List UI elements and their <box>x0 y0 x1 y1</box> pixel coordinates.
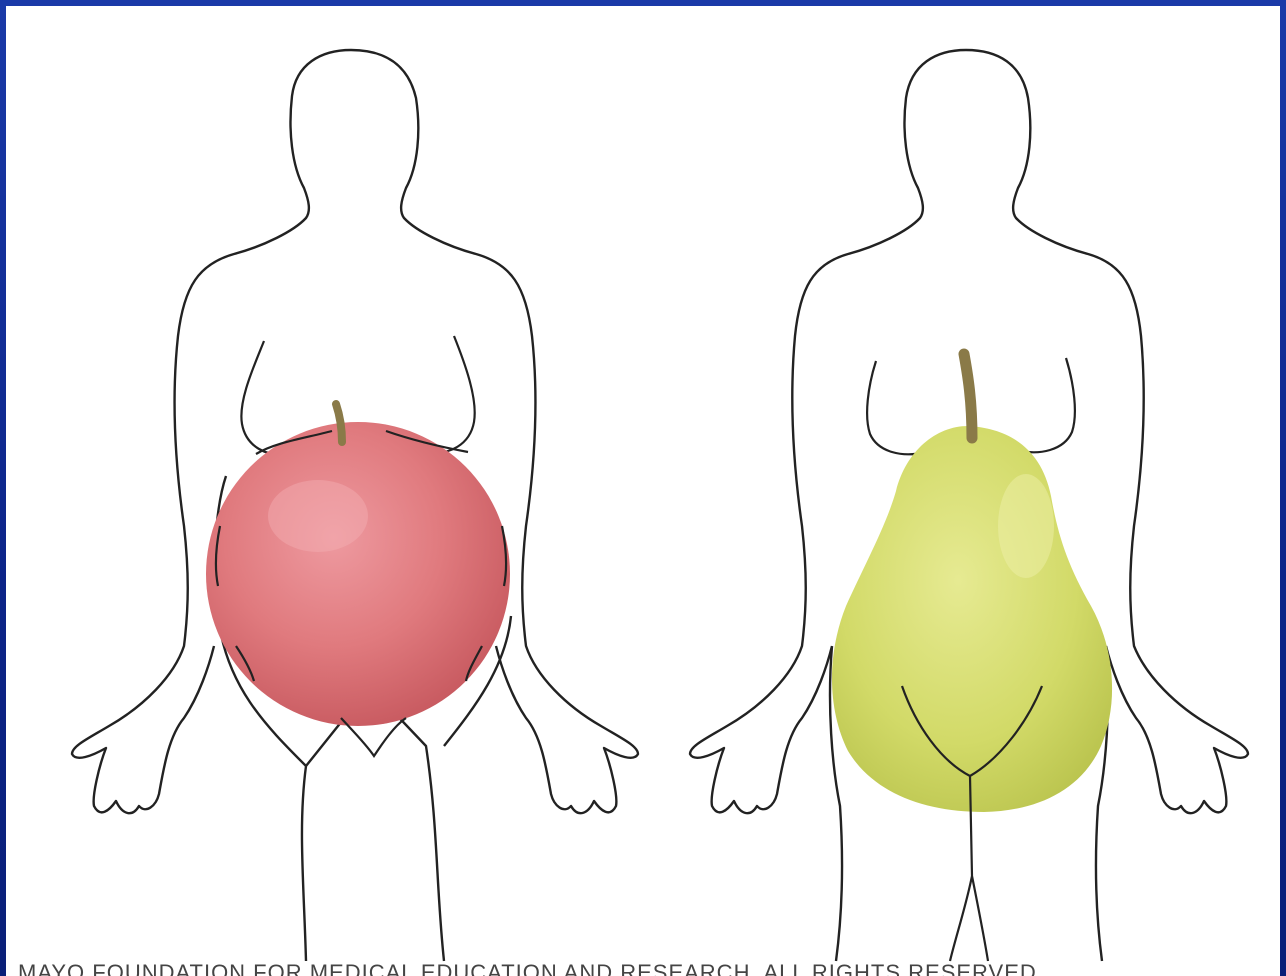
pear-body-figure <box>690 50 1248 961</box>
body-shape-illustration <box>6 6 1280 976</box>
apple-body-figure <box>72 50 638 961</box>
apple-fruit <box>206 422 510 726</box>
illustration-panel: MAYO FOUNDATION FOR MEDICAL EDUCATION AN… <box>6 6 1280 976</box>
pear-highlight <box>998 474 1054 578</box>
copyright-caption: MAYO FOUNDATION FOR MEDICAL EDUCATION AN… <box>18 962 1258 976</box>
apple-highlight <box>268 480 368 552</box>
pear-stem <box>964 354 972 438</box>
pear-fruit <box>832 426 1112 812</box>
